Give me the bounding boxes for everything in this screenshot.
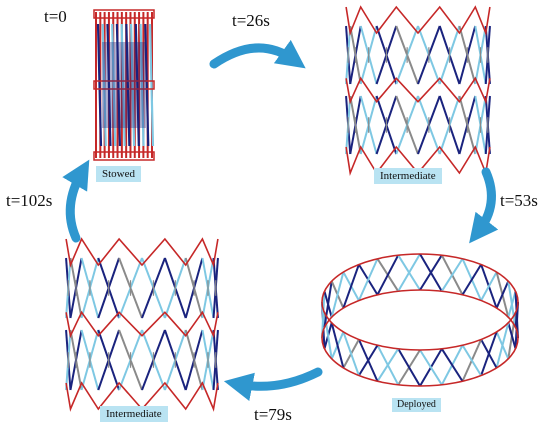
intermediate-bottom-label: Intermediate: [100, 406, 168, 422]
intermediate-top-label: Intermediate: [374, 168, 442, 184]
deployed-structure: [321, 253, 519, 387]
stowed-label: Stowed: [96, 166, 141, 182]
intermediate-top-structure: [345, 5, 491, 176]
time-label-t26: t=26s: [232, 11, 270, 30]
arrow-intermediate-to-stowed: [62, 159, 90, 243]
stowed-structure: [93, 9, 155, 161]
time-label-t0: t=0: [44, 7, 67, 26]
time-label-t79: t=79s: [254, 405, 292, 424]
time-label-t102: t=102s: [6, 191, 53, 210]
deployed-label: Deployed: [392, 398, 441, 412]
arrow-intermediate-to-deployed: [469, 167, 499, 244]
intermediate-bottom-structure: [65, 237, 219, 412]
time-label-t53: t=53s: [500, 191, 538, 210]
arrow-deployed-to-intermediate: [223, 367, 323, 401]
arrow-stowed-to-intermediate: [209, 39, 306, 69]
